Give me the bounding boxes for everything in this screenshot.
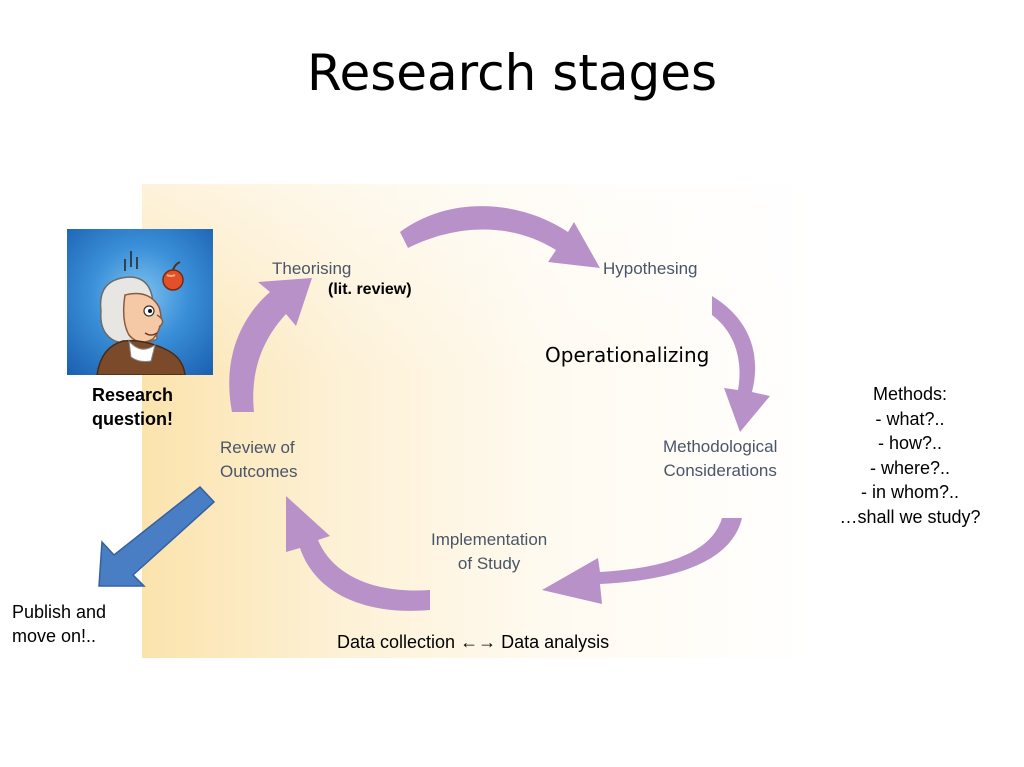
- stage-review-line2: Outcomes: [220, 462, 298, 481]
- methods-line-1: - what?..: [875, 408, 945, 429]
- cycle-arrow-bottom-right: [542, 518, 742, 604]
- stage-theorising: Theorising: [272, 259, 352, 278]
- publish-line1: Publish and: [12, 602, 107, 622]
- methods-line-4: - in whom?..: [860, 482, 960, 502]
- stage-methodological-line1: Methodological: [663, 437, 778, 456]
- methods-list: Methods: - what?.. - how?.. - where?.. -…: [810, 382, 1010, 529]
- lit-review-note: (lit. review): [328, 281, 412, 298]
- stage-hypothesing: Hypothesing: [603, 259, 698, 278]
- research-question-line1: Research: [92, 385, 174, 405]
- operationalizing-note: Operationalizing: [545, 343, 710, 367]
- stage-review: Review of Outcomes: [220, 436, 297, 484]
- methods-line-0: Methods:: [872, 384, 948, 404]
- scientist-avatar: [67, 229, 213, 375]
- stage-implementation-line1: Implementation: [431, 530, 548, 549]
- methods-line-5: …shall we study?: [839, 506, 981, 527]
- publish-note: Publish and move on!..: [12, 600, 106, 648]
- methods-line-2: - how?..: [877, 433, 943, 453]
- cycle-arrow-left: [229, 278, 312, 412]
- cycle-arrow-top: [400, 206, 600, 268]
- slide-title: Research stages: [306, 44, 718, 102]
- stage-implementation-line2: of Study: [457, 554, 521, 573]
- cycle-arrow-bottom-left: [286, 496, 430, 611]
- publish-line2: move on!..: [12, 626, 97, 646]
- methods-line-3: - where?..: [869, 457, 951, 478]
- stage-methodological-line2: Considerations: [663, 461, 777, 480]
- publish-arrow: [98, 485, 216, 587]
- diagram-background-fade: [142, 184, 814, 658]
- stage-methodological: Methodological Considerations: [663, 435, 777, 483]
- research-question-line2: question!: [92, 409, 173, 429]
- stage-review-line1: Review of: [220, 438, 295, 457]
- data-note: Data collection ←→ Data analysis: [337, 632, 610, 652]
- stage-implementation: Implementation of Study: [431, 528, 547, 576]
- scientist-with-apple-icon: [96, 251, 186, 375]
- research-question-note: Research question!: [92, 383, 173, 431]
- cycle-arrow-right: [712, 296, 770, 432]
